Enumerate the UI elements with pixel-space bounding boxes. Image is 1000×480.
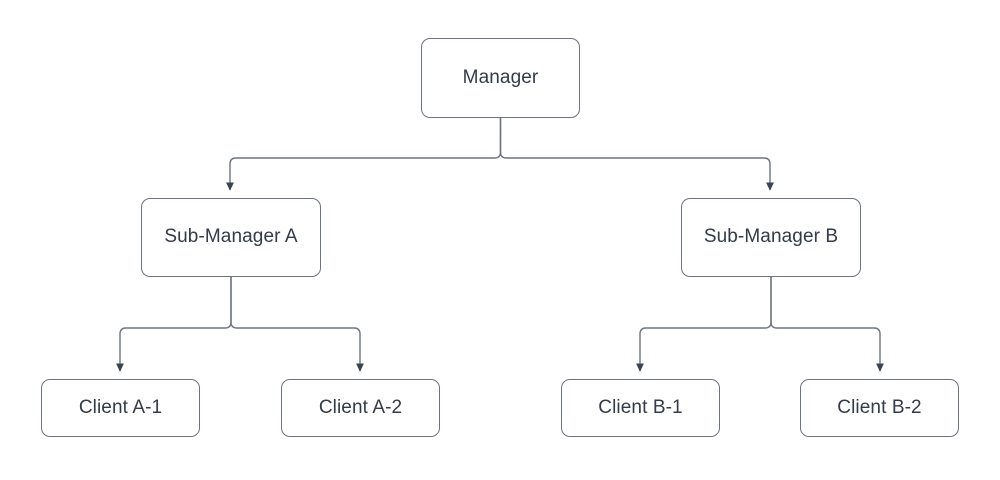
node-manager[interactable]: Manager [421, 38, 580, 118]
node-sub-manager-a-label: Sub-Manager A [164, 226, 298, 248]
edge-sub-manager-b-to-client-b-2 [770, 277, 884, 372]
node-client-a-1[interactable]: Client A-1 [41, 379, 200, 437]
edge-manager-to-sub-manager-b [499, 118, 774, 191]
node-sub-manager-b-label: Sub-Manager B [703, 226, 839, 248]
node-client-a-2-label: Client A-2 [318, 396, 403, 418]
node-manager-label: Manager [462, 66, 539, 88]
edge-sub-manager-a-to-client-a-2 [230, 277, 364, 372]
node-client-b-2[interactable]: Client B-2 [800, 379, 959, 437]
node-client-a-1-label: Client A-1 [78, 396, 163, 418]
node-client-b-2-label: Client B-2 [837, 396, 922, 418]
edge-sub-manager-b-to-client-b-1 [635, 277, 772, 372]
node-client-a-2[interactable]: Client A-2 [281, 379, 440, 437]
edge-sub-manager-a-to-client-a-1 [115, 277, 232, 372]
node-sub-manager-a[interactable]: Sub-Manager A [141, 198, 321, 277]
edge-manager-to-sub-manager-a [225, 118, 502, 191]
node-sub-manager-b[interactable]: Sub-Manager B [681, 198, 861, 277]
node-client-b-1[interactable]: Client B-1 [561, 379, 720, 437]
node-client-b-1-label: Client B-1 [598, 396, 683, 418]
